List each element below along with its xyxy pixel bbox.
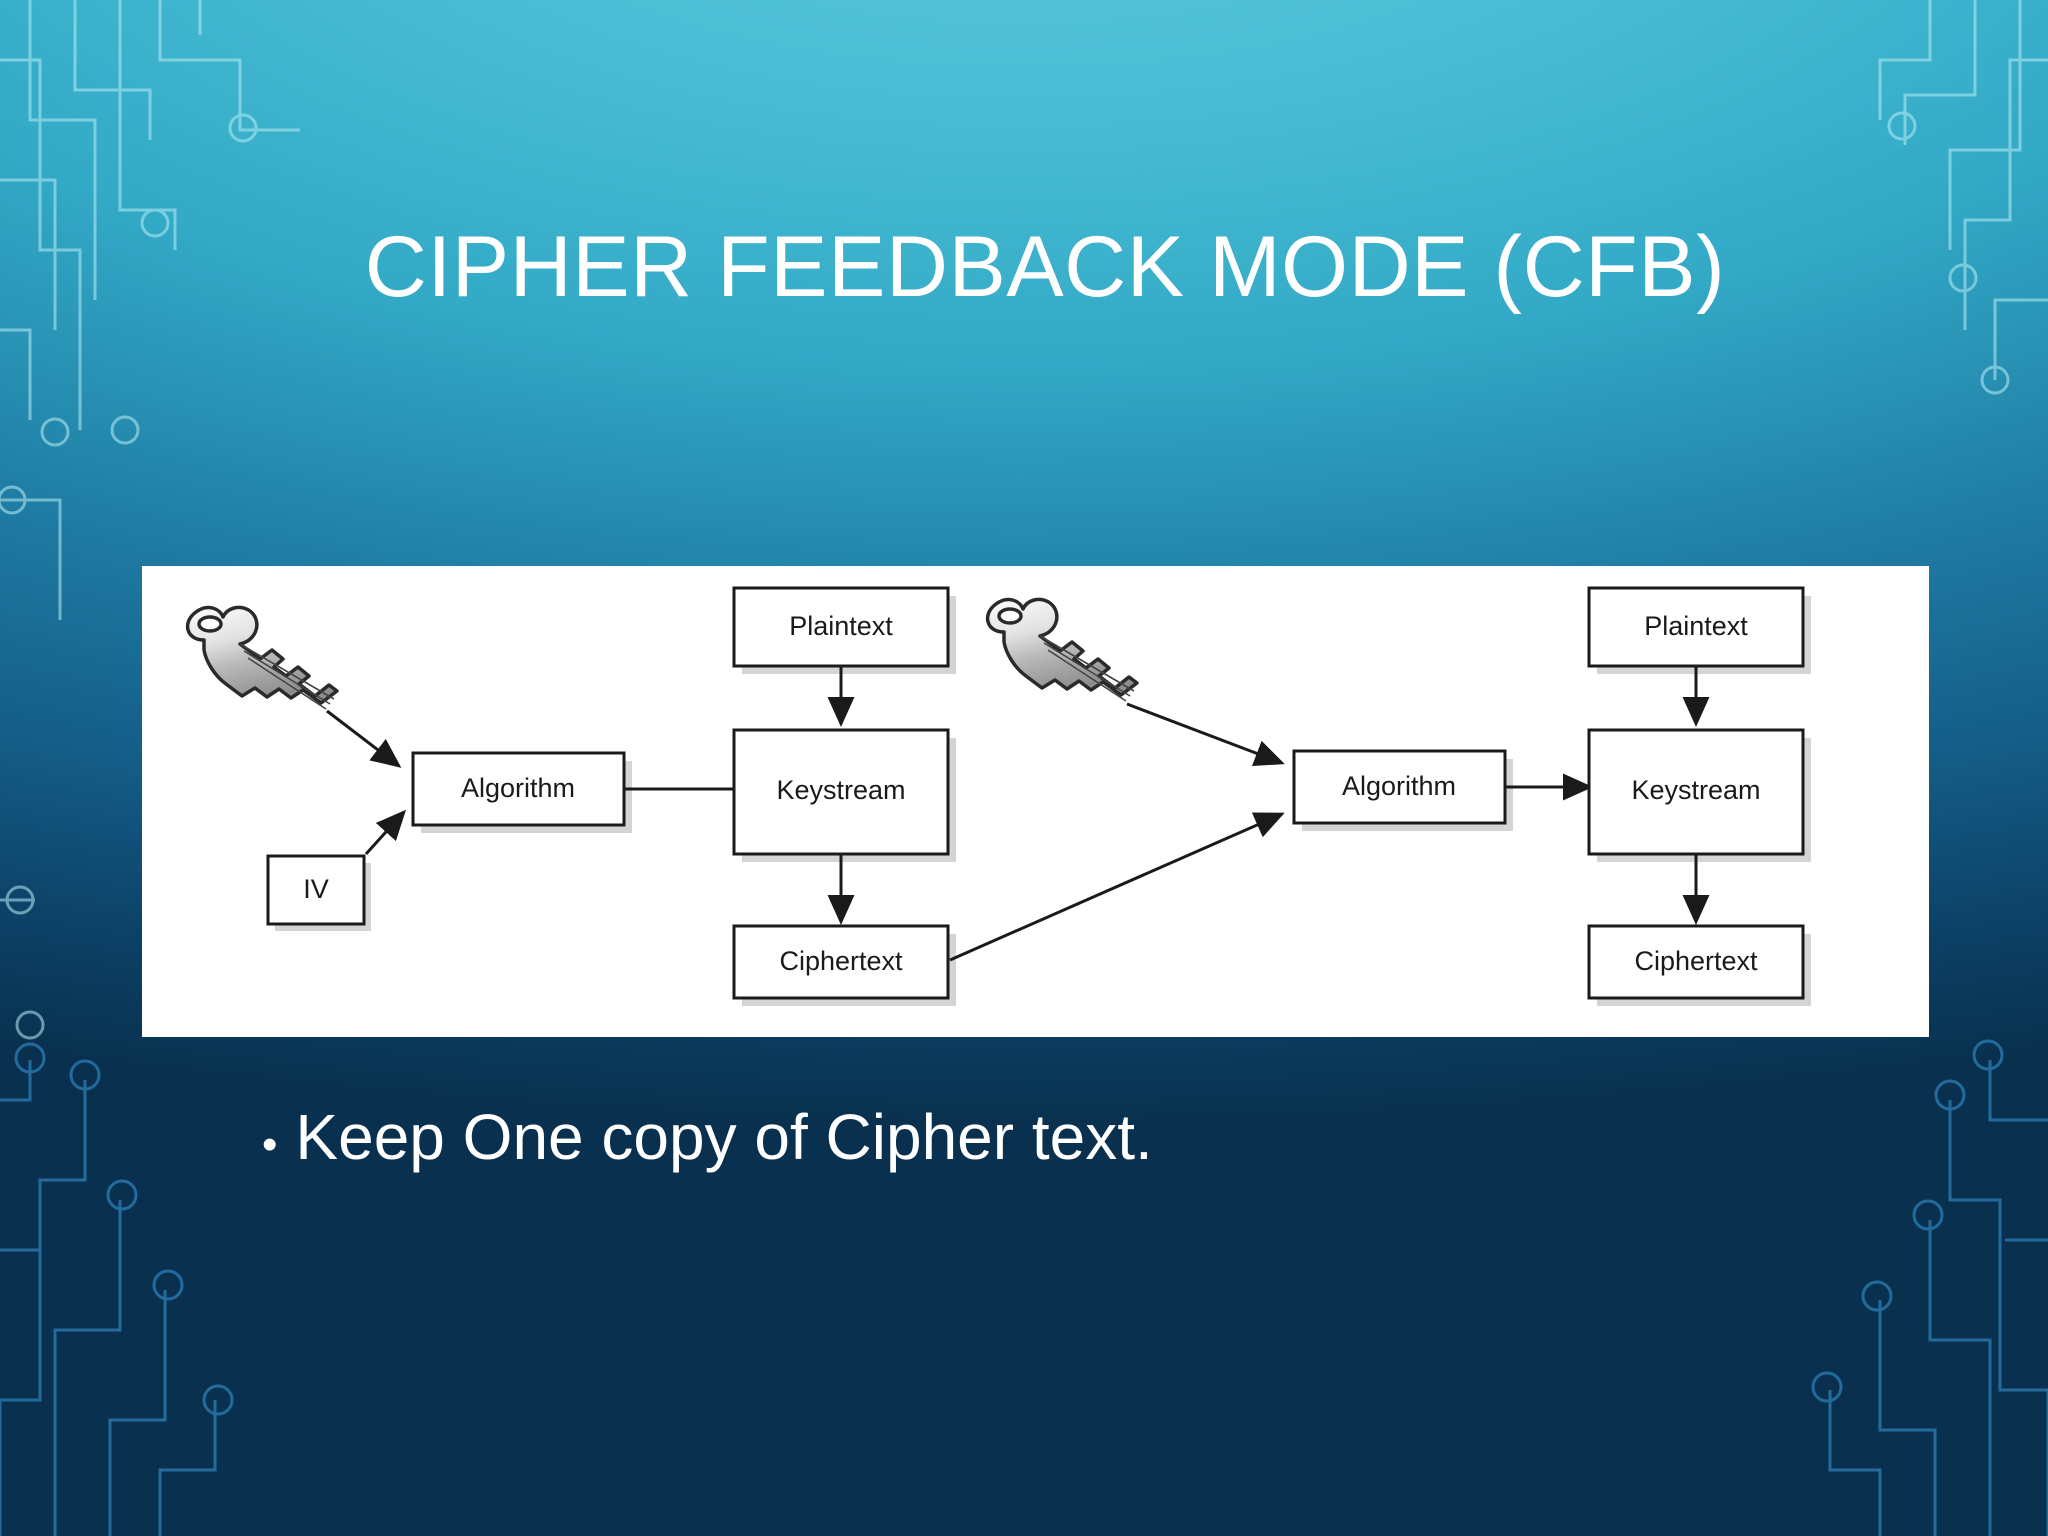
- ciphertext-box-left: Ciphertext: [732, 924, 956, 1006]
- plaintext-box-left: Plaintext: [732, 586, 956, 674]
- key-to-algorithm-arrow: [326, 709, 402, 768]
- keystream-label: Keystream: [1631, 775, 1760, 805]
- plaintext-label: Plaintext: [789, 611, 893, 641]
- iv-box: IV: [266, 854, 371, 931]
- ciphertext-feedback-arrow: [949, 812, 1285, 962]
- page-title: CIPHER FEEDBACK MODE (CFB): [364, 219, 1726, 315]
- keystream-box-right: Keystream: [1587, 728, 1811, 862]
- algorithm-box-right: Algorithm: [1292, 749, 1513, 831]
- cfb-diagram: IV Algorithm Plaintext: [142, 566, 1929, 1037]
- key-icon: [185, 605, 339, 710]
- iv-to-algorithm-arrow: [364, 809, 407, 856]
- plaintext-label: Plaintext: [1644, 611, 1748, 641]
- plaintext-box-right: Plaintext: [1587, 586, 1811, 674]
- iv-label: IV: [303, 874, 329, 904]
- algorithm-box-left: Algorithm: [411, 751, 632, 833]
- algorithm-label: Algorithm: [1342, 771, 1456, 801]
- ciphertext-label: Ciphertext: [1634, 946, 1758, 976]
- bullet-text: Keep One copy of Cipher text.: [295, 1101, 1153, 1173]
- ciphertext-box-right: Ciphertext: [1587, 924, 1811, 1006]
- ciphertext-label: Ciphertext: [779, 946, 903, 976]
- algorithm-label: Algorithm: [461, 773, 575, 803]
- bullet-list-item: • Keep One copy of Cipher text.: [262, 1100, 1153, 1174]
- key-to-algorithm-arrow: [1126, 702, 1285, 767]
- key-icon: [985, 597, 1139, 702]
- keystream-box-left: Keystream: [732, 728, 956, 862]
- bullet-marker-icon: •: [262, 1120, 278, 1169]
- keystream-label: Keystream: [776, 775, 905, 805]
